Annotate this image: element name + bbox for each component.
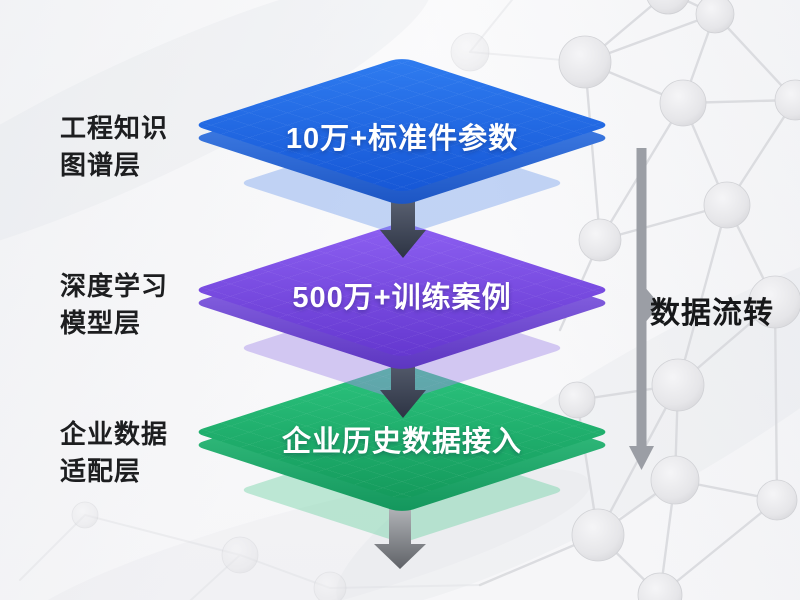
layer-purple — [198, 224, 606, 369]
layer-blue — [198, 59, 606, 204]
layer-label-line: 适配层 — [60, 456, 142, 486]
layer-caption-blue: 10万+标准件参数 — [285, 123, 519, 155]
network-nodes — [71, 0, 800, 600]
down-arrow-icon — [374, 492, 426, 569]
data-flow-arrow-icon — [629, 148, 660, 470]
layer-label-data: 企业数据 适配层 — [60, 416, 240, 490]
layer-label-model: 深度学习 模型层 — [60, 268, 240, 342]
layer-label-line: 图谱层 — [60, 150, 142, 180]
layer-label-line: 工程知识 — [60, 113, 169, 143]
layer-green — [198, 366, 606, 511]
layer-caption-purple: 500万+训练案例 — [292, 282, 512, 314]
flow-pointer-icon — [646, 289, 660, 321]
data-flow-label: 数据流转 — [650, 297, 774, 330]
layer-label-line: 企业数据 — [60, 419, 169, 449]
layer-caption-green: 企业历史数据接入 — [281, 426, 522, 458]
layer-label-knowledge: 工程知识 图谱层 — [60, 110, 240, 184]
down-arrow-icon — [380, 185, 426, 258]
layer-label-line: 深度学习 — [60, 271, 169, 301]
layer-label-line: 模型层 — [60, 308, 142, 338]
network-background — [19, 0, 800, 600]
